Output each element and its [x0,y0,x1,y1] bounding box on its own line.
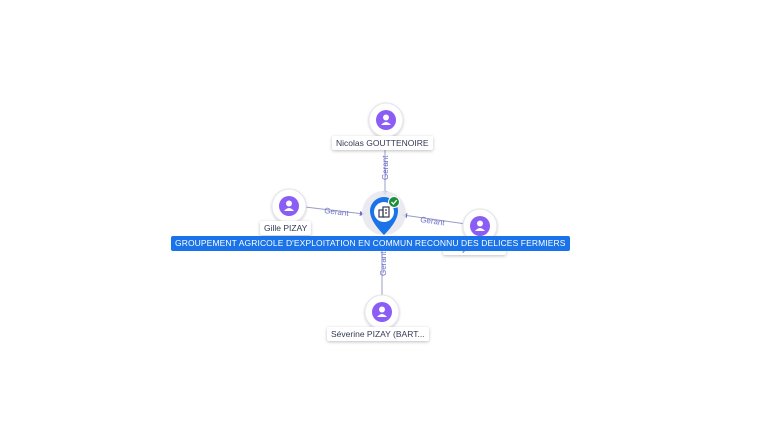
person-icon [475,220,485,231]
check-icon [388,196,400,208]
person-node-left[interactable] [271,188,307,224]
person-label-bottom[interactable]: Séverine PIZAY (BART... [327,327,429,341]
company-label[interactable]: GROUPEMENT AGRICOLE D'EXPLOITATION EN CO… [171,236,570,251]
company-node[interactable] [362,191,406,235]
edge-right: Gerant [402,213,467,227]
person-node-bottom[interactable] [364,294,400,330]
edge-label-right: Gerant [420,215,446,227]
edge-left: Gerant [304,206,365,218]
edge-label-bottom: Gerant [379,251,388,276]
edge-label-top: Gerant [381,155,390,180]
edge-label-left: Gerant [324,206,350,218]
building-icon [378,206,390,218]
person-label-left[interactable]: Gille PIZAY [260,221,312,235]
person-icon [381,114,391,125]
person-icon [377,306,387,317]
person-icon [284,200,294,211]
person-node-top[interactable] [368,102,404,138]
person-label-top[interactable]: Nicolas GOUTTENOIRE [332,136,433,150]
person-node-right[interactable] [462,208,498,244]
